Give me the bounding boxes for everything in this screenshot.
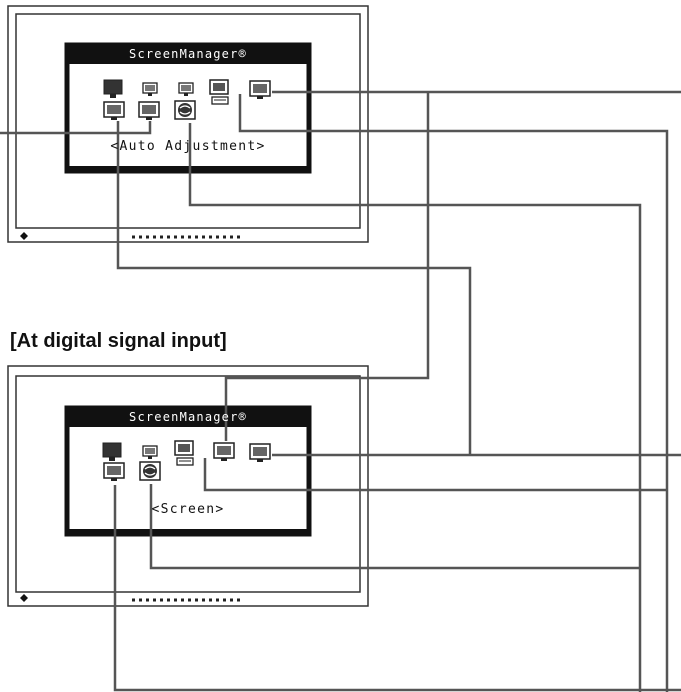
monitor-icon xyxy=(249,80,271,100)
monitor-icon xyxy=(103,101,125,121)
power-indicator xyxy=(20,232,28,240)
monitor-icon xyxy=(102,442,122,461)
monitor-icon xyxy=(213,442,235,462)
connector-line xyxy=(116,121,472,455)
connector-line xyxy=(238,94,669,692)
osd-bottom-bottom-bar xyxy=(67,529,309,534)
connector-line xyxy=(149,484,640,570)
monitor-top xyxy=(7,5,369,243)
section-label: [At digital signal input] xyxy=(10,330,227,352)
connector-line xyxy=(0,121,152,135)
globe-icon xyxy=(174,100,196,120)
osd-top-title: ScreenManager® xyxy=(129,47,247,61)
monitor-icon xyxy=(103,79,123,98)
connector-line xyxy=(224,92,430,441)
osd-top-title-bar xyxy=(67,45,309,64)
power-indicator xyxy=(20,594,28,602)
monitor-bottom xyxy=(7,365,369,607)
osd-bottom-title-bar xyxy=(67,408,309,427)
monitor-icon xyxy=(138,101,160,121)
connector-line xyxy=(203,458,667,492)
globe-icon xyxy=(139,461,161,481)
monitor-icon xyxy=(249,443,271,463)
connector-lines xyxy=(0,90,681,692)
osd-top-caption: <Auto Adjustment> xyxy=(110,139,266,154)
pc-icon xyxy=(209,79,229,105)
osd-top-bottom-bar xyxy=(67,166,309,171)
osd-bottom-caption: <Screen> xyxy=(151,502,225,517)
osd-bottom-title: ScreenManager® xyxy=(129,410,247,424)
connector-line xyxy=(188,123,642,692)
pc-icon xyxy=(174,440,194,466)
monitor-icon xyxy=(103,462,125,482)
connector-line xyxy=(113,485,681,692)
